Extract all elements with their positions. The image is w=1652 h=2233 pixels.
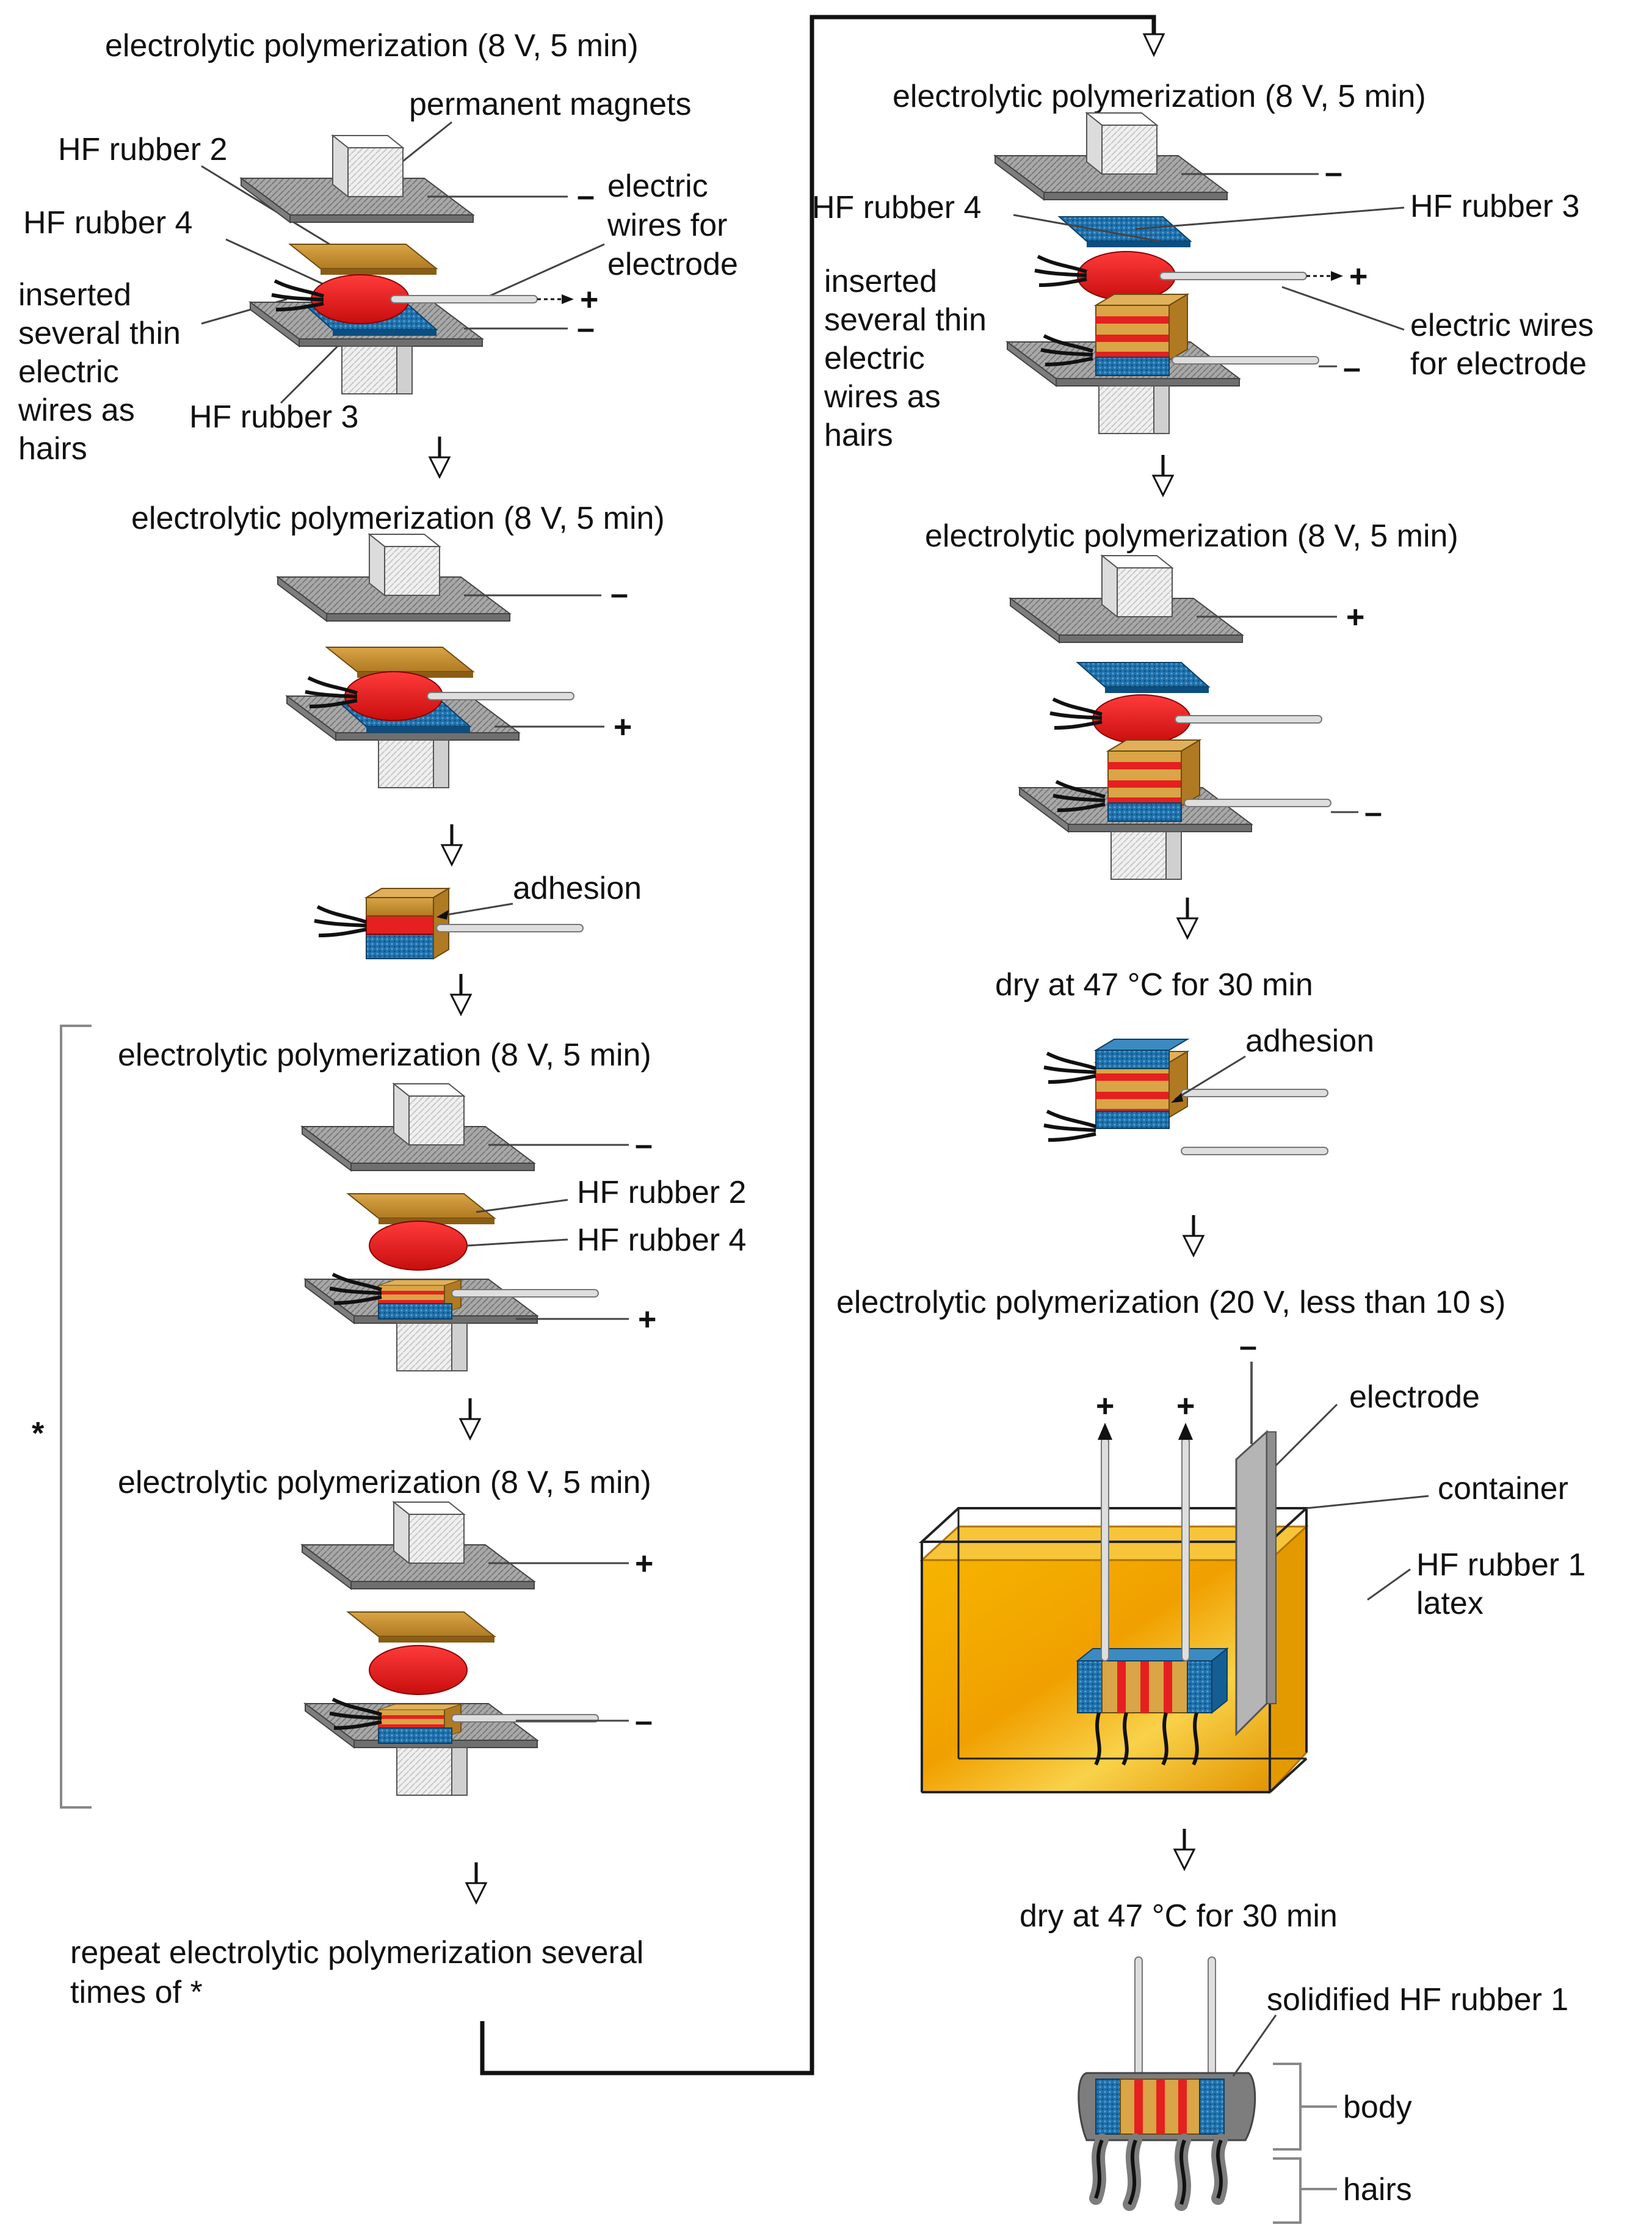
step-6-title: electrolytic polymerization (8 V, 5 min)	[925, 518, 1458, 554]
assembly-step-4	[302, 1501, 629, 1796]
latex-bath	[918, 1362, 1429, 1795]
sign-plus-4: +	[635, 1546, 653, 1581]
label-body: body	[1343, 2090, 1412, 2125]
label-hf-rubber-4-r: HF rubber 4	[812, 190, 981, 225]
label-adhesion-2: adhesion	[1245, 1023, 1374, 1059]
sign-minus-4: –	[635, 1704, 653, 1739]
step-2-title: electrolytic polymerization (8 V, 5 min)	[131, 501, 665, 536]
label-permanent-magnets: permanent magnets	[409, 87, 692, 122]
sign-minus-1a: –	[577, 178, 595, 214]
adhered-sample-1	[314, 887, 584, 960]
label-hf-rubber-4-b: HF rubber 4	[577, 1222, 746, 1258]
label-hf-rubber-2: HF rubber 2	[58, 132, 227, 167]
label-hf-rubber-2-b: HF rubber 2	[577, 1175, 746, 1210]
svg-text:electrode: electrode	[607, 247, 738, 282]
label-container: container	[1438, 1471, 1568, 1506]
column-connector	[480, 15, 1156, 2075]
svg-text:electric: electric	[824, 341, 925, 376]
assembly-step-3	[302, 1083, 629, 1371]
svg-text:for electrode: for electrode	[1410, 346, 1587, 382]
label-wires-for-electrode-r: electric wires for electrode	[1410, 308, 1594, 382]
arrow-6	[1153, 455, 1173, 495]
svg-text:wires as: wires as	[18, 393, 135, 428]
arrow-1	[430, 437, 449, 477]
sign-plus-1: +	[580, 282, 598, 318]
step-5-title: electrolytic polymerization (8 V, 5 min)	[893, 79, 1426, 114]
svg-text:hairs: hairs	[18, 431, 87, 467]
arrow-5	[466, 1862, 486, 1903]
svg-text:HF rubber 1: HF rubber 1	[1416, 1547, 1585, 1583]
sign-plus-2: +	[614, 710, 632, 745]
label-hf-rubber-3: HF rubber 3	[189, 399, 358, 435]
step-3-title: electrolytic polymerization (8 V, 5 min)	[118, 1037, 651, 1073]
sign-plus-5: +	[1349, 259, 1368, 294]
svg-text:electric wires: electric wires	[1410, 308, 1594, 343]
label-hairs: hairs	[1343, 2172, 1412, 2207]
svg-text:electric: electric	[18, 354, 119, 390]
label-adhesion-1: adhesion	[513, 871, 642, 906]
sign-minus-5a: –	[1325, 155, 1342, 191]
dry-1-title: dry at 47 °C for 30 min	[995, 967, 1313, 1003]
sign-minus-7: –	[1239, 1329, 1257, 1364]
label-electrode: electrode	[1349, 1379, 1480, 1415]
svg-text:inserted: inserted	[824, 264, 937, 299]
assembly-step-2	[277, 534, 604, 788]
repeat-bracket	[60, 1025, 92, 1809]
assembly-step-5	[994, 112, 1405, 434]
svg-text:wires as: wires as	[824, 379, 941, 415]
step-7-title: electrolytic polymerization (20 V, less …	[836, 1285, 1505, 1320]
label-hf-rubber-1-latex: HF rubber 1 latex	[1416, 1547, 1585, 1621]
svg-text:wires for: wires for	[607, 208, 727, 243]
arrow-9	[1175, 1829, 1194, 1869]
assembly-step-1	[241, 135, 574, 394]
sign-plus-6: +	[1346, 600, 1364, 635]
arrow-4	[460, 1398, 480, 1439]
step-1-title: electrolytic polymerization (8 V, 5 min)	[105, 28, 639, 64]
svg-text:electric: electric	[607, 169, 708, 204]
step-4-title: electrolytic polymerization (8 V, 5 min)	[118, 1465, 651, 1500]
repeat-text-line-1: repeat electrolytic polymerization sever…	[70, 1935, 643, 1970]
svg-text:latex: latex	[1416, 1586, 1484, 1621]
label-solidified: solidified HF rubber 1	[1267, 1982, 1568, 2017]
sign-plus-7a: +	[1096, 1389, 1114, 1424]
arrow-2	[442, 824, 462, 865]
sign-minus-3: –	[635, 1127, 653, 1163]
label-inserted-wires-r: inserted several thin electric wires as …	[824, 264, 987, 453]
dry-2-title: dry at 47 °C for 30 min	[1020, 1898, 1338, 1934]
sign-plus-3: +	[638, 1302, 656, 1337]
sign-minus-1b: –	[577, 311, 595, 346]
final-robot	[1078, 1956, 1337, 2224]
sign-minus-2: –	[610, 576, 628, 612]
repeat-text-line-2: times of *	[70, 1975, 203, 2010]
arrow-3	[451, 974, 471, 1014]
assembly-step-6	[1010, 555, 1358, 880]
adhered-sample-2	[1044, 1039, 1328, 1155]
arrow-7	[1178, 898, 1197, 938]
svg-text:inserted: inserted	[18, 277, 131, 313]
svg-text:hairs: hairs	[824, 418, 893, 453]
sign-minus-6: –	[1364, 795, 1382, 830]
sign-plus-7b: +	[1176, 1389, 1195, 1424]
arrow-8	[1184, 1215, 1203, 1255]
label-hf-rubber-4: HF rubber 4	[23, 205, 192, 241]
repeat-star: *	[32, 1416, 45, 1451]
label-wires-for-electrode: electric wires for electrode	[607, 169, 738, 282]
svg-text:several thin: several thin	[18, 316, 181, 351]
svg-text:several thin: several thin	[824, 302, 987, 338]
label-hf-rubber-3-r: HF rubber 3	[1410, 189, 1579, 224]
sign-minus-5b: –	[1343, 350, 1361, 386]
label-inserted-wires: inserted several thin electric wires as …	[18, 277, 181, 467]
